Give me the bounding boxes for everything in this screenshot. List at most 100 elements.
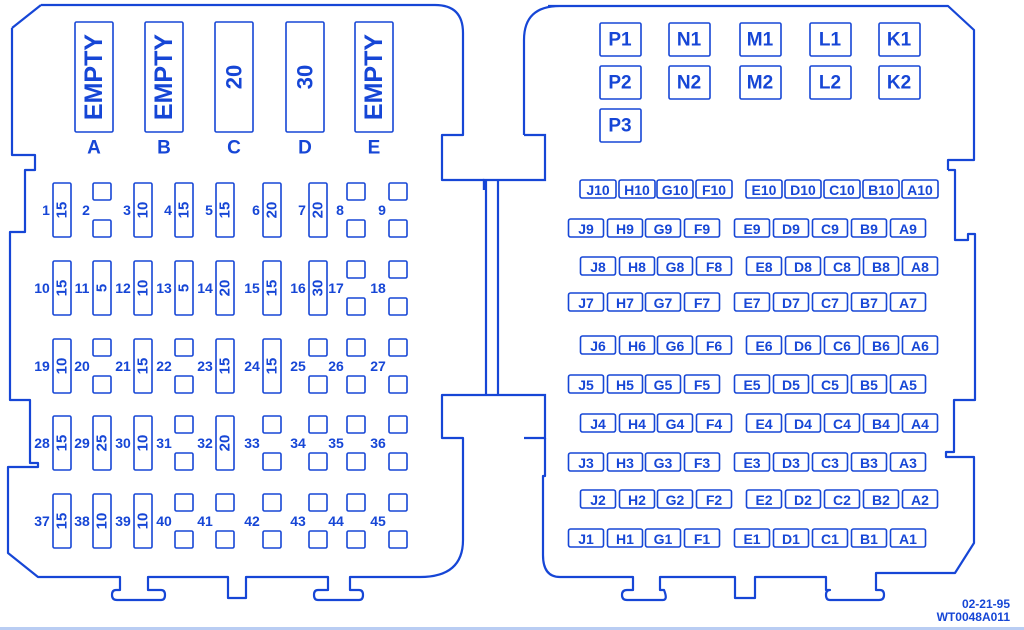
- cavity-h7: H7: [606, 292, 644, 312]
- cavity-box: [811, 374, 849, 394]
- relay-terminal-bottom: [262, 530, 282, 549]
- slot-34: 34: [290, 415, 328, 471]
- cavity-h9: H9: [606, 218, 644, 238]
- maxi-fuse-value: EMPTY: [80, 34, 108, 120]
- slot-number: 6: [252, 202, 260, 218]
- slot-33: 33: [244, 415, 282, 471]
- fuse-amperage: 20: [310, 202, 327, 219]
- cavity-label: B1: [860, 531, 878, 547]
- slot-4: 154: [164, 182, 194, 238]
- fuse-body: [308, 182, 328, 238]
- slot-5: 155: [205, 182, 235, 238]
- cavity-label: F10: [702, 182, 726, 198]
- cavity-e1: E1: [733, 528, 771, 548]
- cavity-c10: C10: [823, 179, 861, 199]
- fuse-amperage: 10: [135, 280, 152, 297]
- relay-m2: M2: [739, 65, 782, 100]
- cavity-box: [823, 489, 861, 509]
- relay-label: N1: [677, 30, 702, 51]
- slot-42: 42: [244, 493, 282, 549]
- cavity-label: G10: [662, 182, 689, 198]
- cavity-f2: F2: [695, 489, 733, 509]
- fuse-body: [133, 493, 153, 549]
- cavity-box: [606, 452, 644, 472]
- slot-number: 33: [244, 435, 260, 451]
- cavity-label: E1: [743, 531, 760, 547]
- relay-box: [599, 65, 642, 100]
- cavity-d8: D8: [784, 256, 822, 276]
- cavity-g8: G8: [656, 256, 694, 276]
- relay-terminal-top: [346, 338, 366, 357]
- cavity-d3: D3: [772, 452, 810, 472]
- relay-terminal-bottom: [92, 375, 112, 394]
- cavity-label: J10: [586, 182, 610, 198]
- cavity-label: A1: [899, 531, 917, 547]
- relay-l2: L2: [809, 65, 852, 100]
- cavity-label: D9: [782, 221, 800, 237]
- relay-terminal-bottom: [388, 530, 408, 549]
- cavity-h2: H2: [618, 489, 656, 509]
- cavity-box: [889, 218, 927, 238]
- relay-terminal-top: [346, 415, 366, 434]
- cavity-box: [862, 256, 900, 276]
- cavity-j9: J9: [567, 218, 605, 238]
- cavity-label: E6: [755, 338, 772, 354]
- maxi-fuse-c: 20C: [214, 21, 254, 159]
- relay-terminal-bottom: [346, 219, 366, 238]
- maxi-fuse-slot-label: A: [87, 138, 101, 159]
- relay-label: P3: [608, 116, 631, 137]
- cavity-label: A5: [899, 377, 917, 393]
- cavity-label: F3: [694, 455, 711, 471]
- cavity-box: [656, 179, 694, 199]
- cavity-c1: C1: [811, 528, 849, 548]
- cavity-label: J8: [590, 259, 606, 275]
- slot-number: 11: [75, 280, 90, 296]
- cavity-box: [579, 335, 617, 355]
- cavity-box: [618, 413, 656, 433]
- cavity-h6: H6: [618, 335, 656, 355]
- cavity-box: [811, 528, 849, 548]
- slot-43: 43: [290, 493, 328, 549]
- cavity-label: H5: [616, 377, 634, 393]
- cavity-c8: C8: [823, 256, 861, 276]
- fuse-amperage: 10: [54, 358, 71, 375]
- relay-terminal-bottom: [388, 375, 408, 394]
- relay-terminal-bottom: [346, 297, 366, 316]
- cavity-label: F7: [694, 295, 711, 311]
- cavity-h5: H5: [606, 374, 644, 394]
- maxi-fuse-body: [74, 21, 114, 133]
- cavity-label: B7: [860, 295, 878, 311]
- cavity-d5: D5: [772, 374, 810, 394]
- slot-3: 103: [123, 182, 153, 238]
- fuse-body: [215, 415, 235, 471]
- cavity-j6: J6: [579, 335, 617, 355]
- relay-terminal-top: [174, 493, 194, 512]
- cavity-d2: D2: [784, 489, 822, 509]
- cavity-box: [811, 292, 849, 312]
- maxi-fuse-gap: [80, 82, 108, 88]
- cavity-label: J5: [578, 377, 594, 393]
- cavity-j7: J7: [567, 292, 605, 312]
- fuse-amperage: 10: [135, 513, 152, 530]
- cavity-label: H4: [628, 416, 646, 432]
- cavity-label: C8: [833, 259, 851, 275]
- slot-number: 17: [328, 280, 344, 296]
- relay-terminal-top: [388, 493, 408, 512]
- cavity-b3: B3: [850, 452, 888, 472]
- cavity-c5: C5: [811, 374, 849, 394]
- relay-terminal-top: [346, 260, 366, 279]
- cavity-label: G7: [654, 295, 673, 311]
- maxi-fuse-d: 30D: [285, 21, 325, 159]
- maxi-fuse-body: [354, 21, 394, 133]
- cavity-box: [850, 218, 888, 238]
- relay-label: L1: [819, 30, 842, 51]
- fuse-amperage: 10: [94, 513, 111, 530]
- relay-terminal-top: [174, 338, 194, 357]
- fuse-body: [174, 182, 194, 238]
- diagram-code-block: 02-21-95 WT0048A011: [937, 598, 1010, 624]
- slot-number: 19: [34, 358, 50, 374]
- cavity-box: [656, 256, 694, 276]
